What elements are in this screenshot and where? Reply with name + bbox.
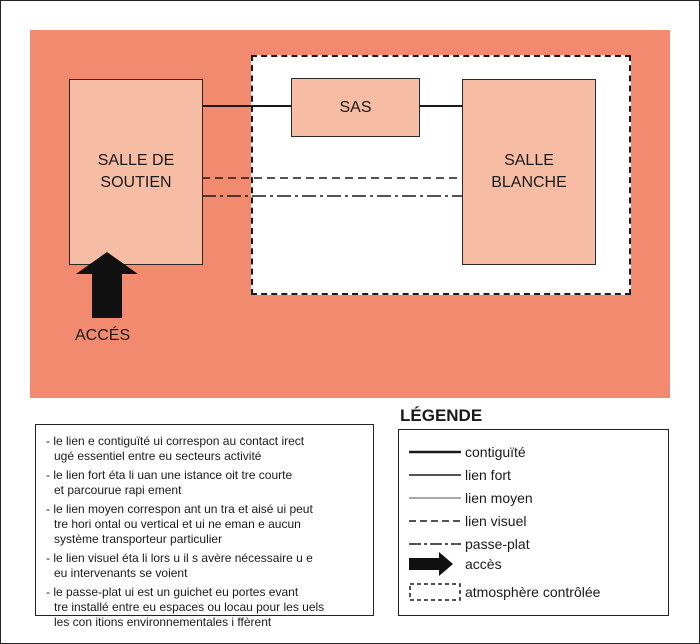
support-room: SALLE DE SOUTIEN xyxy=(69,79,203,265)
thin-line-icon xyxy=(409,497,461,499)
explanation-item: - le lien visuel éta li lors u il s avèr… xyxy=(46,551,313,580)
legend-label: lien visuel xyxy=(465,513,527,529)
explanation-item: - le lien fort éta li uan une istance oi… xyxy=(46,468,293,497)
legend-label: passe-plat xyxy=(465,536,530,552)
access-label: ACCÉS xyxy=(75,327,131,344)
dashed-line-icon xyxy=(409,520,461,522)
legend-label: accès xyxy=(465,556,502,572)
explanation-item: - le lien e contiguïté ui correspon au c… xyxy=(46,434,305,463)
legend-label: contiguïté xyxy=(465,444,526,460)
explanation-item: - le lien moyen correspon ant un tra et … xyxy=(46,502,313,546)
arrow-right-icon xyxy=(409,552,453,576)
legend-box: contiguïté lien fort lien moyen lien vis… xyxy=(398,429,669,616)
dash-dot-line-icon xyxy=(409,543,461,545)
dashed-box-icon xyxy=(409,583,461,601)
legend-label: atmosphère contrôlée xyxy=(465,584,601,600)
legend-title: LÉGENDE xyxy=(400,406,483,425)
legend-item-access: accès xyxy=(399,552,668,576)
solid-line-icon xyxy=(409,474,461,476)
legend-item-strong-link: lien fort xyxy=(399,465,668,485)
legend-label: lien fort xyxy=(465,467,511,483)
legend-item-controlled-atmosphere: atmosphère contrôlée xyxy=(399,582,668,602)
legend-label: lien moyen xyxy=(465,490,533,506)
access-arrow-icon xyxy=(76,252,138,318)
thick-solid-line-icon xyxy=(409,450,461,454)
legend-item-contiguity: contiguïté xyxy=(399,442,668,462)
legend-item-pass-through: passe-plat xyxy=(399,534,668,554)
explanation-item: - le passe-plat ui est un guichet eu por… xyxy=(46,585,325,629)
legend-item-visual-link: lien visuel xyxy=(399,511,668,531)
explanations-box: - le lien e contiguïté ui correspon au c… xyxy=(35,424,374,629)
legend-item-medium-link: lien moyen xyxy=(399,488,668,508)
clean-room: SALLE BLANCHE xyxy=(462,79,596,265)
airlock-room: SAS xyxy=(291,78,420,137)
